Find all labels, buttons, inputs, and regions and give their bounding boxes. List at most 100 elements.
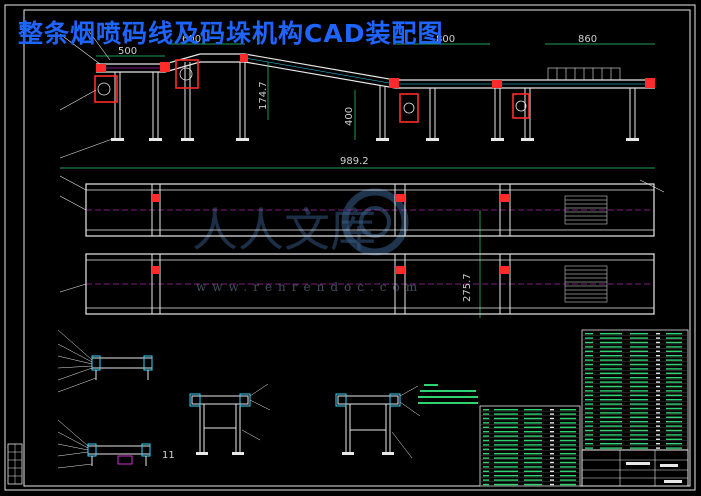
- parts-list-row-text: [494, 422, 518, 424]
- parts-list-row-text: [630, 368, 648, 370]
- parts-list-row-text: [585, 346, 593, 348]
- parts-list-row-text: [666, 421, 682, 423]
- parts-list-row-text: [585, 350, 593, 352]
- dim-800: 800: [436, 34, 455, 45]
- parts-list-row-text: [524, 479, 542, 481]
- parts-list-row-text: [585, 416, 593, 418]
- parts-list-row-text: [585, 372, 593, 374]
- parts-list-row-text: [666, 341, 682, 344]
- dim-174-7: 174.7: [258, 81, 269, 110]
- parts-list-row-text: [524, 409, 542, 411]
- parts-list-row-text: [656, 363, 660, 366]
- parts-list-row-text: [656, 385, 660, 388]
- parts-list-row-text: [585, 377, 593, 379]
- technical-notes: [418, 384, 478, 404]
- parts-list-row-text: [630, 412, 648, 414]
- parts-list-row-text: [494, 448, 518, 450]
- parts-list-row-text: [483, 466, 489, 468]
- parts-list-row-text: [656, 333, 660, 335]
- parts-list-row-text: [550, 470, 554, 472]
- parts-list-row-text: [600, 394, 622, 396]
- parts-list-row-text: [630, 377, 648, 379]
- parts-list-row-text: [600, 385, 622, 388]
- parts-list-row-text: [494, 417, 518, 420]
- parts-list-row-text: [524, 431, 542, 433]
- section-detail-b: 11: [57, 419, 175, 469]
- parts-list-row-text: [483, 435, 489, 437]
- parts-list-row-text: [494, 439, 518, 442]
- parts-list-row-text: [666, 359, 682, 361]
- parts-list-row-text: [560, 470, 576, 472]
- parts-list-row-text: [550, 431, 554, 433]
- parts-list-row-text: [630, 350, 648, 352]
- parts-list-row-text: [483, 483, 489, 486]
- parts-list-row-text: [585, 447, 593, 449]
- parts-list-rows: [480, 333, 688, 487]
- parts-list-row-text: [656, 372, 660, 374]
- parts-list-row-text: [630, 341, 648, 344]
- parts-list-row-text: [524, 439, 542, 442]
- parts-list-row-text: [666, 429, 682, 432]
- parts-list-row-text: [656, 337, 660, 339]
- parts-list-row-text: [585, 399, 593, 401]
- left-margin-stamp-lines: [8, 444, 22, 484]
- parts-list-row-text: [666, 333, 682, 335]
- parts-list-row-text: [630, 381, 648, 383]
- parts-list-row-text: [483, 444, 489, 446]
- parts-list-row-text: [483, 431, 489, 433]
- parts-list-row-text: [550, 409, 554, 411]
- parts-list-row-text: [560, 461, 576, 464]
- parts-list-row-text: [585, 363, 593, 366]
- dim-275-7: 275.7: [462, 273, 473, 302]
- end-view-frame-right: [335, 385, 421, 459]
- parts-list-row-text: [550, 435, 554, 437]
- parts-list-row-text: [600, 403, 622, 405]
- parts-list-row-text: [585, 434, 593, 436]
- parts-list-row-text: [560, 479, 576, 481]
- parts-list-row-text: [560, 475, 576, 477]
- parts-list-row-text: [585, 355, 593, 357]
- parts-list-row-text: [550, 483, 554, 486]
- parts-list-row-text: [524, 413, 542, 415]
- parts-list-row-text: [656, 429, 660, 432]
- parts-list-row-text: [630, 337, 648, 339]
- parts-list-row-text: [630, 407, 648, 410]
- parts-list-row-text: [600, 407, 622, 410]
- parts-list-row-text: [600, 377, 622, 379]
- parts-list-row-text: [656, 399, 660, 401]
- parts-list-row-text: [656, 346, 660, 348]
- parts-list-row-text: [494, 431, 518, 433]
- parts-list-row-text: [666, 447, 682, 449]
- parts-list-row-text: [656, 350, 660, 352]
- parts-list-row-text: [483, 409, 489, 411]
- parts-list-row-text: [656, 381, 660, 383]
- parts-list-row-text: [600, 438, 622, 440]
- parts-list-row-text: [550, 479, 554, 481]
- parts-list-row-text: [483, 457, 489, 459]
- watermark-url: www.renrendoc.com: [196, 280, 424, 294]
- parts-list-row-text: [585, 425, 593, 427]
- elevation-view: 500 600 800 860 174.7 400 989.2: [59, 29, 655, 318]
- parts-list-row-text: [656, 443, 660, 445]
- parts-list-row-text: [600, 333, 622, 335]
- parts-list-row-text: [524, 444, 542, 446]
- parts-list-row-text: [524, 453, 542, 455]
- parts-list-row-text: [550, 413, 554, 415]
- parts-list-row-text: [600, 363, 622, 366]
- parts-list-row-text: [560, 439, 576, 442]
- parts-list-row-text: [585, 421, 593, 423]
- parts-list-row-text: [550, 453, 554, 455]
- parts-list-row-text: [494, 413, 518, 415]
- parts-list-row-text: [560, 457, 576, 459]
- parts-list-row-text: [630, 434, 648, 436]
- dim-860: 860: [578, 34, 597, 45]
- dim-400: 400: [344, 107, 355, 126]
- parts-list-row-text: [656, 390, 660, 392]
- dim-600: 600: [182, 34, 201, 45]
- parts-list-row-text: [483, 475, 489, 477]
- parts-list-row-text: [600, 350, 622, 352]
- parts-list-row-text: [656, 447, 660, 449]
- parts-list-row-text: [600, 425, 622, 427]
